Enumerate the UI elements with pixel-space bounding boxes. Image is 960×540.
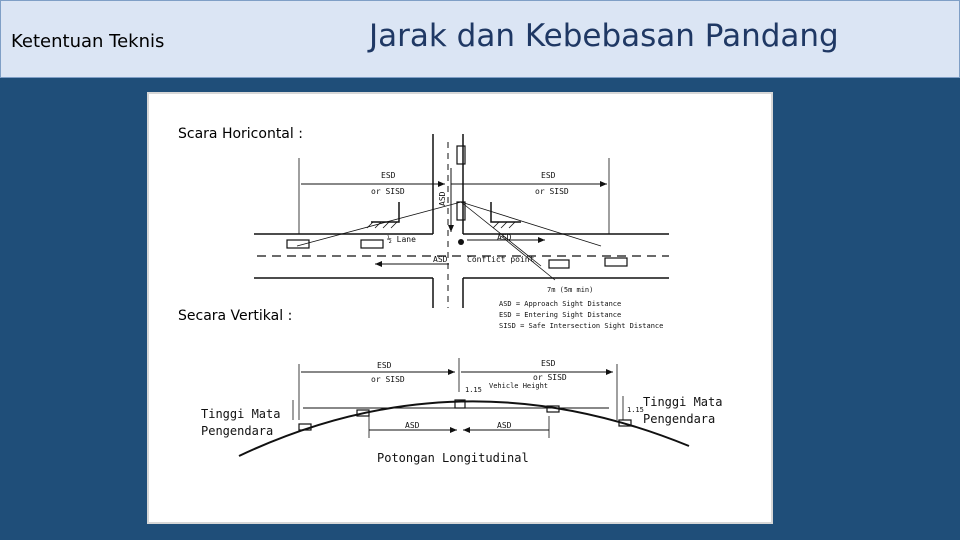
diagram-drawing: ESD or SISD ESD or SISD ASD ½ Lane ASD A… <box>201 134 722 465</box>
section-label: Ketentuan Teknis <box>11 31 165 52</box>
plan-asd-vertical: ASD <box>438 191 447 206</box>
vehicle-height-value: 1.15 <box>465 386 482 394</box>
plan-view <box>254 134 669 308</box>
plan-asd-right: ASD <box>497 233 512 242</box>
driver-eye-right-line2: Pengendara <box>643 412 715 426</box>
driver-eye-right-line1: Tinggi Mata <box>643 395 722 409</box>
profile-or-sisd-right: or SISD <box>533 373 567 382</box>
profile-view <box>238 358 690 457</box>
horizontal-caption: Scara Horicontal : <box>178 126 303 142</box>
vertical-caption: Secara Vertikal : <box>178 308 293 324</box>
legend-esd: ESD = Entering Sight Distance <box>499 311 621 319</box>
profile-or-sisd-left: or SISD <box>371 375 405 384</box>
vehicle-height-label: Vehicle Height <box>489 382 548 390</box>
slide-title: Jarak dan Kebebasan Pandang <box>369 18 839 54</box>
profile-asd-left: ASD <box>405 421 420 430</box>
plan-esd-left: ESD <box>381 171 396 180</box>
plan-or-sisd-right: or SISD <box>535 187 569 196</box>
conflict-point-marker <box>458 239 464 245</box>
legend-sisd: SISD = Safe Intersection Sight Distance <box>499 322 663 330</box>
driver-eye-left-line2: Pengendara <box>201 424 273 438</box>
slide-header: Ketentuan Teknis Jarak dan Kebebasan Pan… <box>0 0 960 78</box>
driver-eye-left-line1: Tinggi Mata <box>201 407 280 421</box>
plan-or-sisd-left: or SISD <box>371 187 405 196</box>
sight-distance-figure: ESD or SISD ESD or SISD ASD ½ Lane ASD A… <box>147 92 773 524</box>
profile-esd-right: ESD <box>541 359 556 368</box>
profile-asd-right: ASD <box>497 421 512 430</box>
section-name: Potongan Longitudinal <box>377 451 529 465</box>
plan-min-distance: 7m (5m min) <box>547 286 593 294</box>
plan-asd-left: ASD <box>433 255 448 264</box>
plan-conflict-point: Conflict point <box>467 255 535 264</box>
plan-esd-right: ESD <box>541 171 556 180</box>
plan-lane: ½ Lane <box>387 234 416 244</box>
legend-asd: ASD = Approach Sight Distance <box>499 300 621 308</box>
eye-height-value: 1.15 <box>627 406 644 414</box>
profile-esd-left: ESD <box>377 361 392 370</box>
